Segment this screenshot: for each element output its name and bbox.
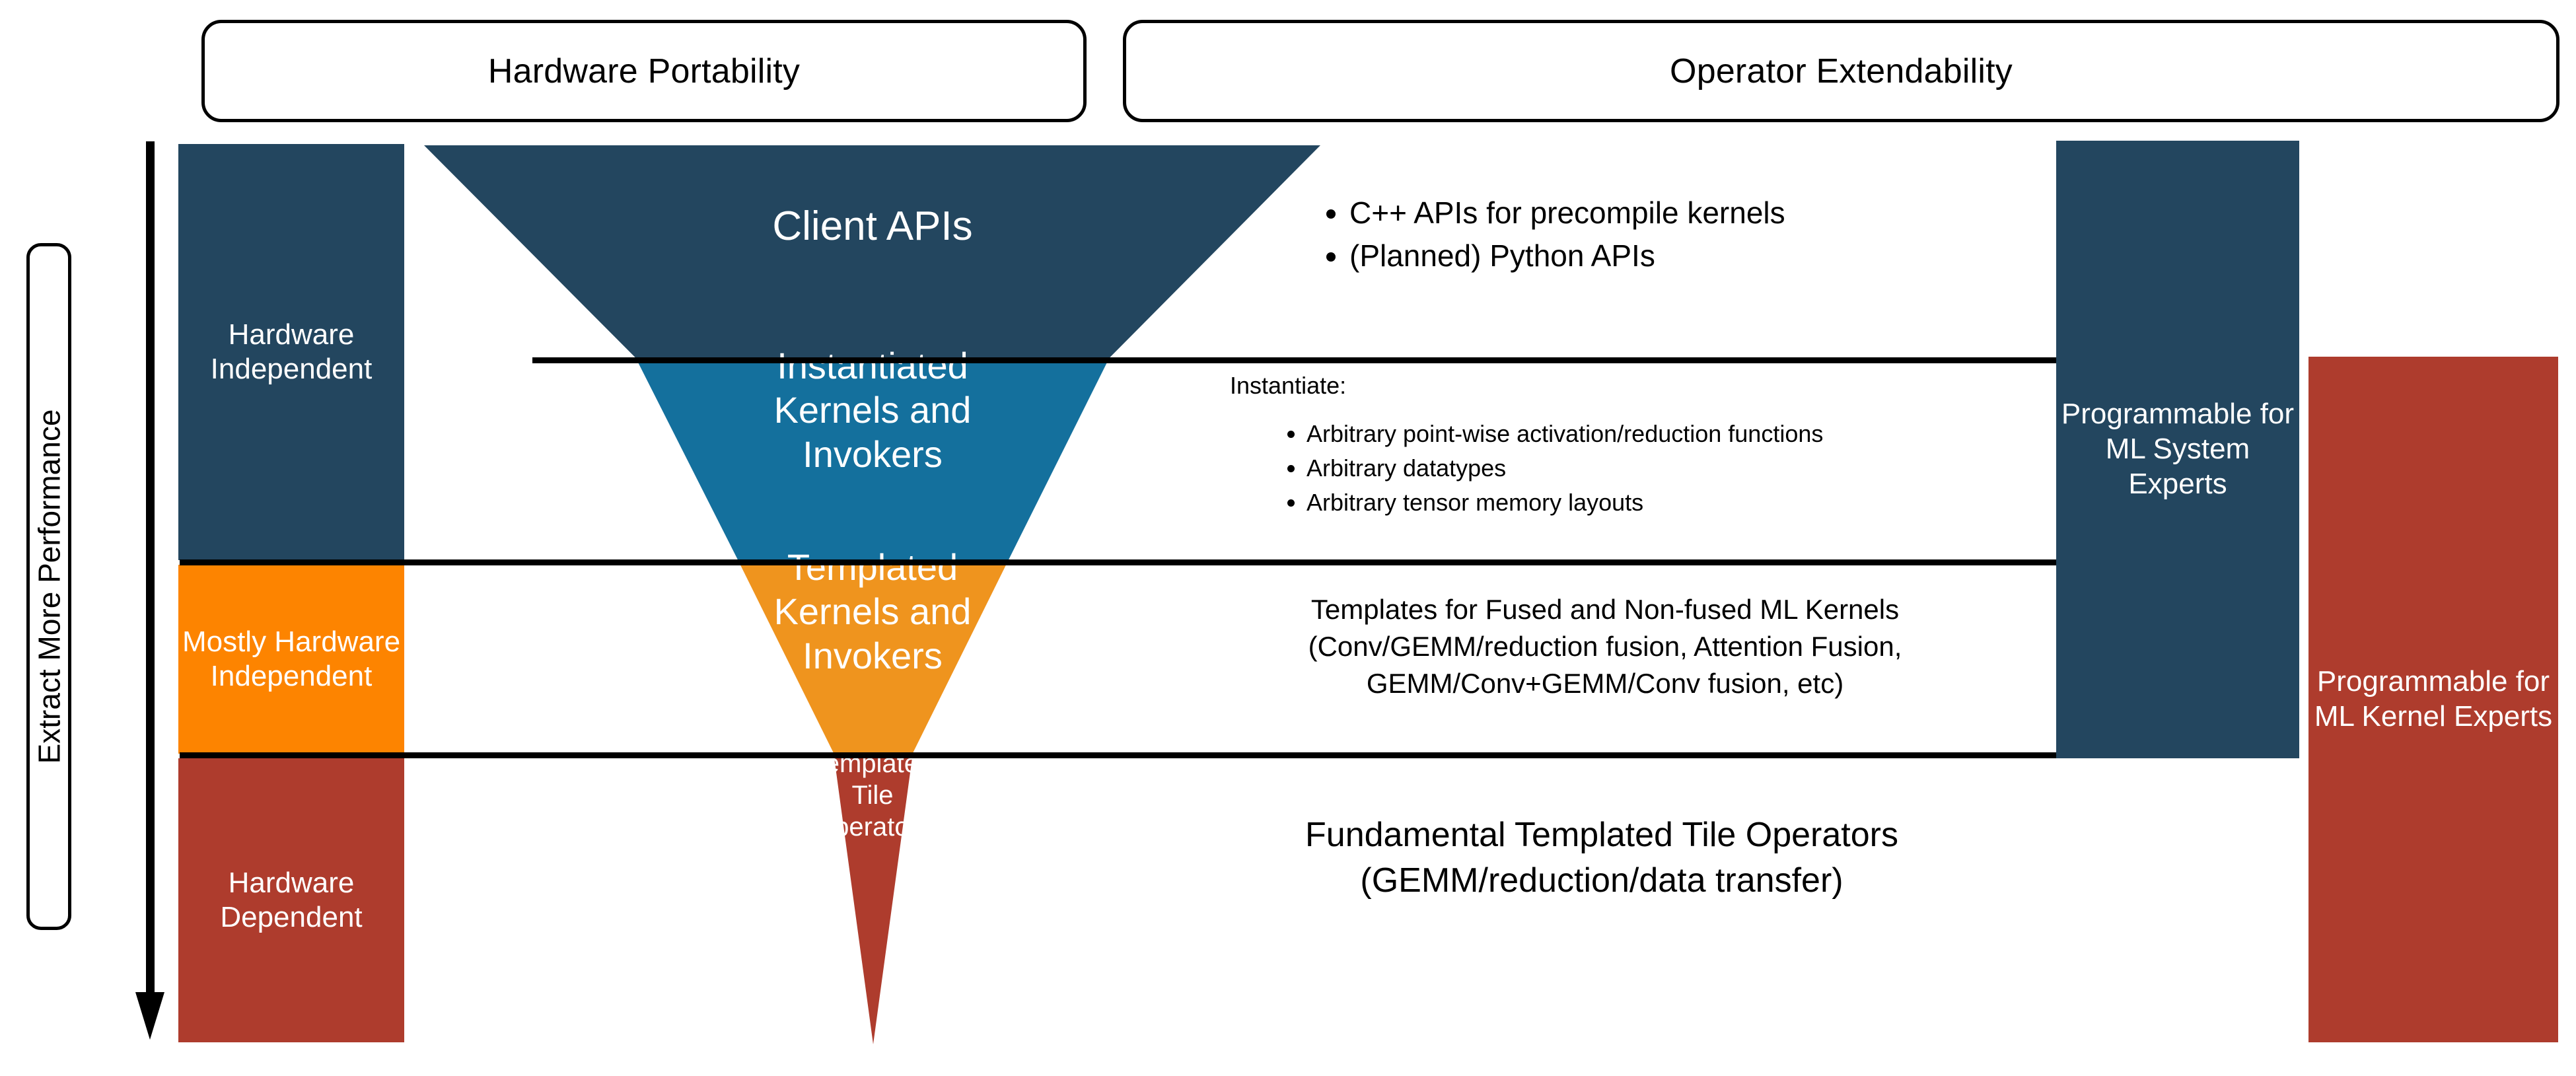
list-item: (Planned) Python APIs: [1349, 234, 1785, 277]
description-line: (Conv/GEMM/reduction fusion, Attention F…: [1308, 630, 1902, 662]
header-box-hardware-portability: Hardware Portability: [201, 20, 1087, 122]
audience-box-ml-system-experts: Programmable for ML System Experts: [2056, 141, 2299, 758]
category-bar-hardware-dependent: Hardware Dependent: [178, 758, 404, 1042]
separator-rule-2: [180, 559, 2057, 565]
header-label-hardware-portability: Hardware Portability: [487, 52, 801, 90]
instantiate-bullet-list: Arbitrary point-wise activation/reductio…: [1230, 417, 2042, 520]
description-client-apis: C++ APIs for precompile kernels (Planned…: [1318, 192, 1785, 278]
audience-label-ml-system-experts: Programmable for ML System Experts: [2061, 398, 2295, 500]
instantiate-lead-label: Instantiate:: [1230, 372, 1347, 399]
list-item: C++ APIs for precompile kernels: [1349, 192, 1785, 234]
category-bar-mostly-hardware-independent: Mostly Hardware Independent: [178, 565, 404, 754]
list-item: Arbitrary point-wise activation/reductio…: [1306, 417, 2042, 451]
category-bar-hardware-independent: Hardware Independent: [178, 144, 404, 560]
separator-rule-3: [180, 752, 2057, 758]
funnel-shape: [424, 145, 1321, 1044]
funnel-band-templated-kernels: [738, 560, 1009, 753]
header-box-operator-extendability: Operator Extendability: [1123, 20, 2559, 122]
arrow-head: [135, 992, 164, 1040]
category-label-hardware-dependent: Hardware Dependent: [220, 867, 363, 933]
down-arrow-icon: [135, 141, 164, 1040]
performance-axis-label-box: Extract More Performance: [26, 243, 71, 930]
description-fundamental-tile-operators: Fundamental Templated Tile Operators (GE…: [1143, 812, 2061, 904]
description-line: GEMM/Conv+GEMM/Conv fusion, etc): [1366, 667, 1844, 699]
description-line: Fundamental Templated Tile Operators: [1305, 816, 1898, 854]
description-templated-kernels: Templates for Fused and Non-fused ML Ker…: [1163, 591, 2048, 702]
funnel-band-templated-tile-operators: [834, 753, 913, 1044]
separator-rule-1: [532, 357, 2057, 363]
description-line: Templates for Fused and Non-fused ML Ker…: [1310, 594, 1900, 625]
client-apis-bullet-list: C++ APIs for precompile kernels (Planned…: [1318, 192, 1785, 278]
description-line: (GEMM/reduction/data transfer): [1360, 861, 1843, 900]
list-item: Arbitrary datatypes: [1306, 451, 2042, 485]
performance-axis-label: Extract More Performance: [32, 409, 66, 764]
category-label-mostly-hardware-independent: Mostly Hardware Independent: [182, 626, 401, 692]
list-item: Arbitrary tensor memory layouts: [1306, 485, 2042, 520]
funnel-band-client-apis: [424, 145, 1321, 358]
header-label-operator-extendability: Operator Extendability: [1670, 52, 2013, 90]
category-label-hardware-independent: Hardware Independent: [210, 318, 373, 385]
funnel-band-instantiated-kernels: [635, 358, 1110, 560]
description-instantiated-kernels: Instantiate: Arbitrary point-wise activa…: [1230, 372, 2042, 520]
arrow-shaft: [146, 141, 155, 1000]
audience-box-ml-kernel-experts: Programmable for ML Kernel Experts: [2308, 357, 2558, 1042]
audience-label-ml-kernel-experts: Programmable for ML Kernel Experts: [2314, 665, 2553, 733]
